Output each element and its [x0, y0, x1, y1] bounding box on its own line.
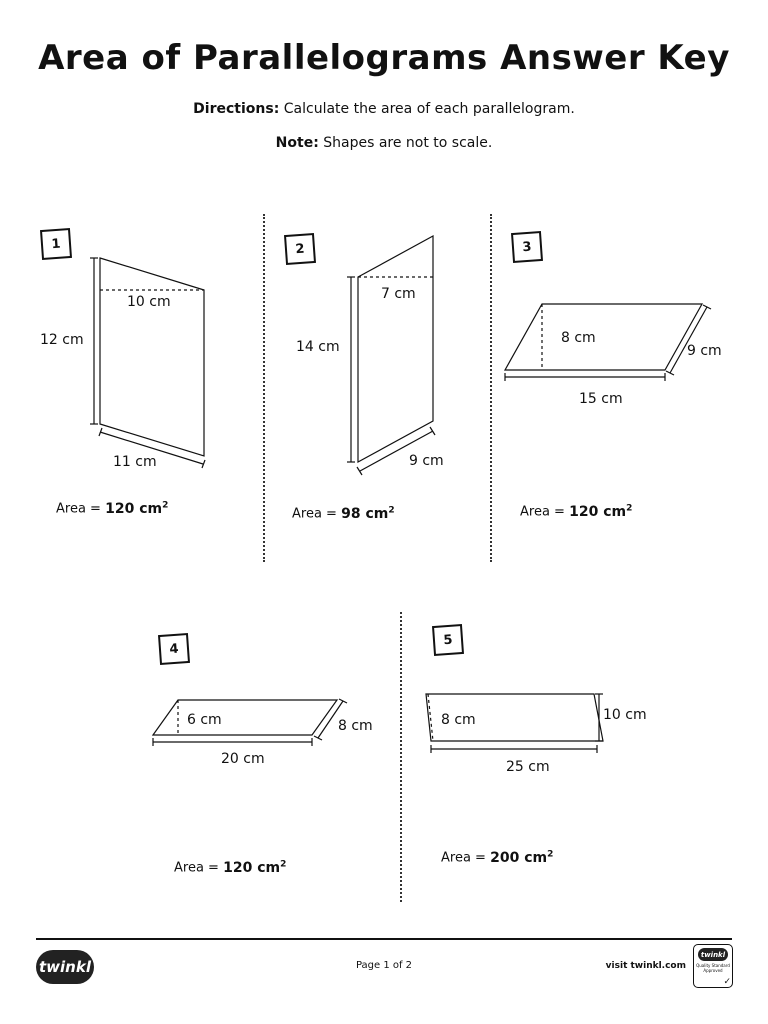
area-number: 200 — [490, 849, 520, 866]
footer-rule — [36, 938, 732, 940]
visit-link[interactable]: visit twinkl.com — [605, 961, 686, 971]
directions-text: Calculate the area of each parallelogram… — [279, 101, 575, 117]
p4-base-label: 20 cm — [221, 751, 265, 767]
area-answer-2: Area = 98 cm2 — [292, 505, 395, 522]
p1-top-label: 10 cm — [127, 294, 171, 310]
area-number: 120 — [569, 503, 599, 520]
area-power: 2 — [162, 500, 169, 510]
p2-height-label: 14 cm — [296, 339, 340, 355]
separator-4-5 — [400, 612, 402, 902]
p3-height-label: 8 cm — [561, 330, 596, 346]
area-value: 120 cm2 — [569, 503, 633, 520]
p3-side-label: 9 cm — [687, 343, 722, 359]
area-unit: cm — [365, 505, 389, 522]
area-answer-1: Area = 120 cm2 — [56, 500, 168, 517]
area-power: 2 — [626, 503, 633, 513]
area-power: 2 — [280, 859, 287, 869]
note-line: Note: Shapes are not to scale. — [0, 135, 768, 151]
area-unit: cm — [257, 859, 281, 876]
note-label: Note: — [275, 135, 319, 151]
area-value: 200 cm2 — [490, 849, 554, 866]
separator-2-3 — [490, 214, 492, 562]
parallelogram-3 — [503, 303, 704, 371]
directions-label: Directions: — [193, 101, 280, 117]
area-number: 120 — [223, 859, 253, 876]
twinkl-logo: twinkl — [36, 950, 94, 984]
area-label: Area = — [520, 504, 565, 520]
area-power: 2 — [388, 505, 395, 515]
area-label: Area = — [441, 850, 486, 866]
area-label: Area = — [292, 506, 337, 522]
area-power: 2 — [547, 849, 554, 859]
area-label: Area = — [56, 501, 101, 517]
p5-side-label: 10 cm — [603, 707, 647, 723]
area-number: 98 — [341, 505, 361, 522]
directions-line: Directions: Calculate the area of each p… — [0, 101, 768, 117]
parallelogram-2 — [357, 234, 434, 464]
area-answer-5: Area = 200 cm2 — [441, 849, 553, 866]
area-unit: cm — [139, 500, 163, 517]
page-number: Page 1 of 2 — [355, 960, 413, 971]
quality-badge: twinkl Quality Standard Approved ✓ — [693, 944, 733, 988]
page-title: Area of Parallelograms Answer Key — [38, 38, 730, 78]
area-value: 98 cm2 — [341, 505, 395, 522]
parallelogram-1 — [99, 257, 205, 457]
area-unit: cm — [524, 849, 548, 866]
area-value: 120 cm2 — [105, 500, 169, 517]
area-answer-3: Area = 120 cm2 — [520, 503, 632, 520]
p1-height-label: 12 cm — [40, 332, 84, 348]
separator-1-2 — [263, 214, 265, 562]
area-answer-4: Area = 120 cm2 — [174, 859, 286, 876]
area-label: Area = — [174, 860, 219, 876]
area-number: 120 — [105, 500, 135, 517]
check-icon: ✓ — [723, 977, 731, 987]
p4-side-label: 8 cm — [338, 718, 373, 734]
p3-base-label: 15 cm — [579, 391, 623, 407]
p5-base-label: 25 cm — [506, 759, 550, 775]
p2-top-label: 7 cm — [381, 286, 416, 302]
p2-side-label: 9 cm — [409, 453, 444, 469]
p5-height-label: 8 cm — [441, 712, 476, 728]
p4-height-label: 6 cm — [187, 712, 222, 728]
note-text: Shapes are not to scale. — [318, 135, 493, 151]
badge-logo: twinkl — [698, 948, 728, 961]
p1-side-label: 11 cm — [113, 454, 157, 470]
area-value: 120 cm2 — [223, 859, 287, 876]
parallelogram-4 — [151, 699, 339, 736]
area-unit: cm — [603, 503, 627, 520]
badge-text: Quality Standard Approved — [696, 963, 730, 973]
